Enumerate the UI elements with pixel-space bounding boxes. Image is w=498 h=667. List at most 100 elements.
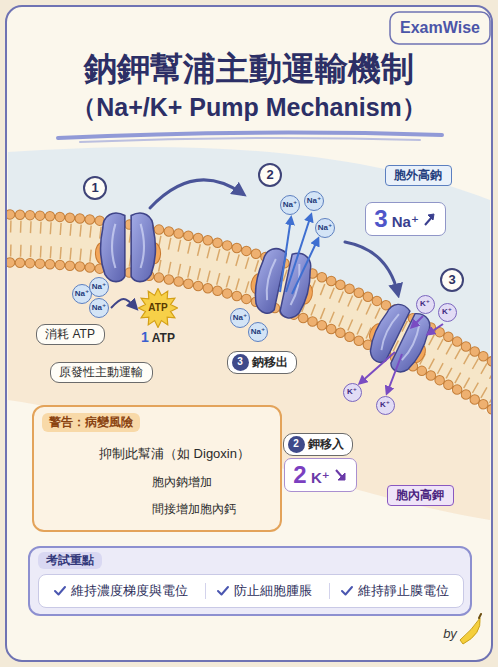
potassium-flow-arrow: [412, 316, 423, 327]
sodium-flow-arrow: [280, 215, 318, 294]
node-text: 鈉移出: [252, 355, 288, 370]
check-mark: [342, 587, 352, 595]
node-text: 2: [293, 438, 299, 451]
node-text: 原發性主動運輸: [59, 365, 143, 380]
direction-arrow: [425, 214, 434, 225]
node-text: 3: [237, 356, 243, 369]
warning-panel: 警告：病變風險抑制此幫浦（如 Digoxin）胞內鈉增加間接增加胞內鈣: [32, 405, 282, 532]
burst-outline: [139, 289, 178, 328]
potassium-ion: K⁺: [376, 396, 395, 415]
ion-count-box: 3 Na⁺: [365, 202, 446, 236]
node-text: 消耗 ATP: [45, 327, 95, 342]
check-icon: [216, 584, 230, 598]
callout-number: 2: [288, 436, 305, 453]
check-mark: [218, 587, 228, 595]
banana-icon: [460, 614, 481, 644]
potassium-flow-arrow: [360, 352, 395, 383]
arrow-head: [428, 214, 434, 220]
potassium-ion: K⁺: [438, 303, 457, 322]
cell-membrane: [7, 250, 491, 408]
arrow-head: [338, 473, 345, 480]
title-underline: [80, 138, 420, 142]
ion-count-box: 2 K⁺: [284, 458, 357, 492]
sodium-ion: Na⁺: [89, 298, 109, 318]
atp-count: 1 ATP: [141, 329, 175, 347]
banana-icon: [479, 614, 481, 618]
sodium-ion: Na⁺: [72, 284, 92, 304]
node-text: Na⁺: [251, 327, 265, 337]
step-arrow: [345, 242, 398, 294]
sodium-ion: Na⁺: [230, 308, 250, 328]
sodium-ion: Na⁺: [89, 277, 109, 297]
swollen-cell-icon: [63, 496, 75, 508]
node-text: Na⁺: [283, 200, 297, 210]
node-text: K⁺: [442, 307, 452, 317]
key-point-text: 防止細胞腫脹: [234, 583, 312, 599]
warning-heading: 警告：病變風險: [42, 413, 140, 432]
step-number: 3: [440, 268, 464, 292]
arrow-shaft: [425, 217, 432, 225]
exam-heading: 考試重點: [38, 552, 102, 569]
node-text: Na⁺: [75, 289, 89, 299]
swollen-cell-icon: [82, 506, 98, 521]
warning-text: 間接增加胞內鈣: [152, 502, 236, 517]
key-point-item: 維持濃度梯度與電位: [43, 583, 198, 599]
region-tag: 胞外高鈉: [385, 165, 452, 186]
key-point-item: 防止細胞腫脹: [205, 583, 322, 599]
node-text: Na⁺: [307, 196, 321, 206]
potassium-ion: K⁺: [416, 295, 435, 314]
node-text: Na⁺: [92, 303, 106, 313]
node-text: K⁺: [420, 299, 430, 309]
node-text: 2 K⁺: [293, 460, 329, 490]
node-text: 鉀移入: [308, 437, 344, 452]
potassium-ion: K⁺: [343, 383, 362, 402]
swollen-cell-icon: [78, 509, 82, 513]
inhibited-pump-icon: [50, 438, 76, 489]
node-text: 3 Na⁺: [374, 204, 419, 234]
swollen-cell-icon: [52, 489, 98, 521]
check-icon: [53, 584, 67, 598]
potassium-flow-arrow: [387, 354, 402, 393]
arrow-shaft: [336, 470, 343, 478]
node-text: 胞外高鈉: [394, 168, 442, 183]
node-text: ATP: [148, 302, 167, 315]
title-underline: [58, 133, 442, 142]
cell-membrane: [7, 262, 491, 420]
signature: by: [443, 626, 457, 642]
direction-arrow: [333, 467, 347, 483]
swollen-cell-icon: [59, 511, 62, 514]
key-point-text: 維持靜止膜電位: [358, 583, 449, 599]
direction-arrow: [336, 470, 345, 480]
direction-arrow: [422, 211, 436, 227]
diagram-title: 鈉鉀幫浦主動運輸機制 （Na+/K+ Pump Mechanism）: [44, 48, 454, 123]
brand-tab: [390, 12, 490, 44]
key-point-band: 維持濃度梯度與電位 防止細胞腫脹 維持靜止膜電位: [38, 574, 464, 608]
sodium-flow-arrow: [292, 239, 318, 294]
cell-regions: [8, 147, 490, 520]
key-point-item: 維持靜止膜電位: [329, 583, 459, 599]
effect-arrow: [95, 481, 140, 508]
effect-arrow: [95, 481, 140, 495]
cell-membrane: [7, 262, 491, 420]
callout-box: 鉀移入 2: [283, 433, 353, 456]
key-point-text: 維持濃度梯度與電位: [71, 583, 188, 599]
callout-number: 3: [232, 354, 249, 371]
cell-membrane: [7, 214, 491, 420]
node-text: 2: [266, 167, 273, 183]
note-box: 原發性主動運輸: [50, 362, 153, 383]
node-text: K⁺: [380, 400, 390, 410]
step-number: 2: [258, 163, 282, 187]
potassium-flow-arrow: [428, 324, 443, 334]
node-text: 3: [448, 272, 455, 288]
pump-protein: [95, 213, 160, 282]
note-box: 消耗 ATP: [36, 324, 105, 345]
sodium-ion: Na⁺: [315, 218, 335, 238]
step-arrow: [150, 180, 398, 294]
effect-arrow: [98, 507, 140, 509]
callout-box: 鈉移出 3: [227, 351, 297, 374]
check-mark: [55, 587, 65, 595]
